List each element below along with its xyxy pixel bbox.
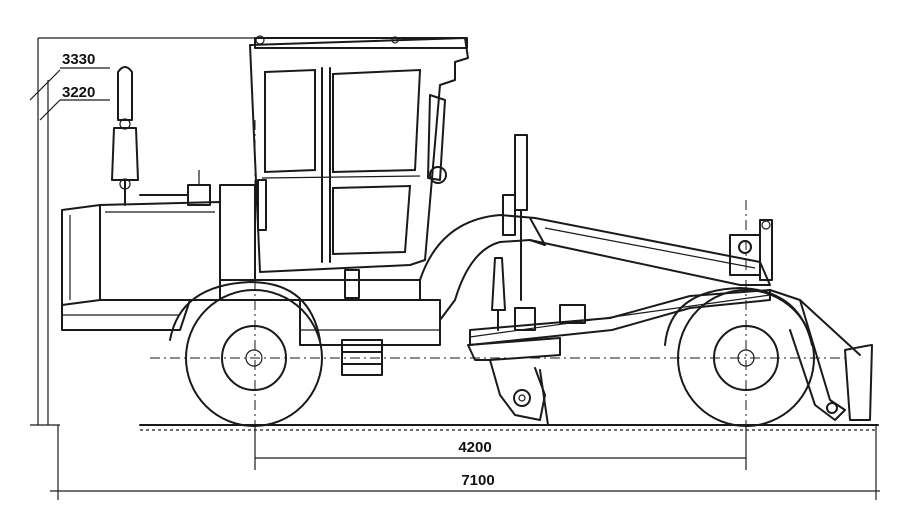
axle-center-lines [150,120,850,440]
length-dimension-line [50,425,880,500]
main-frame-boom [419,214,773,321]
front-dozer-blade [769,289,873,421]
blade-lift-cylinder [491,134,528,331]
moldboard-blade [489,359,549,426]
height-dimension-lines [29,37,255,426]
drawbar-assembly [467,289,771,361]
exhaust-pipe [111,66,139,206]
operator-cab [249,35,469,273]
engine-hood [61,184,256,331]
height-total-label: 3330 [62,51,95,68]
step-ladder [341,339,383,376]
height-cab-label: 3220 [62,84,95,101]
length-total-label: 7100 [461,472,494,489]
cab-platform [219,269,441,346]
air-filter [139,170,211,206]
wheelbase-dimension-line [254,425,747,470]
wheelbase-label: 4200 [458,439,491,456]
